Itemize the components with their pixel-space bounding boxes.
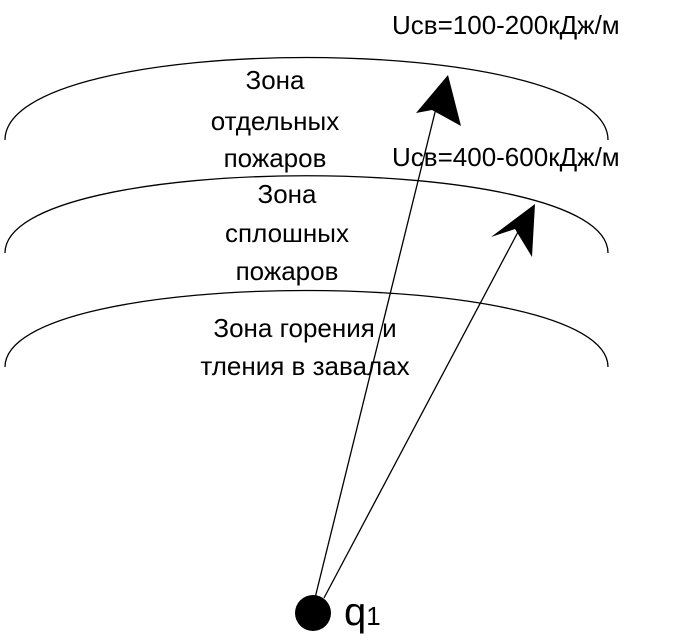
ray-to-inner-zone	[323, 214, 528, 599]
zone-label-line: тления в завалах	[200, 351, 409, 381]
zone-label-line: пожаров	[224, 143, 327, 173]
source-label-subscript: 1	[366, 601, 380, 631]
outer-zone-boundary	[4, 56, 609, 141]
zone-label-line: сплошных	[225, 218, 349, 248]
zone-debris-burning-label: Зона горения и тления в завалах	[200, 313, 409, 381]
source-point	[295, 595, 331, 631]
inner-zone-boundary	[4, 289, 609, 368]
middle-zone-boundary	[4, 175, 609, 254]
ray-to-outer-zone	[314, 87, 442, 599]
zone-label-line: Зона	[246, 65, 306, 95]
zone-label-line: Зона горения и	[213, 313, 396, 343]
zone-label-line: Зона	[258, 179, 318, 209]
zone-separate-fires-label: Зона отдельных пожаров	[211, 65, 339, 173]
arrowhead-outer	[416, 75, 461, 126]
zone-continuous-fires-label: Зона сплошных пожаров	[225, 179, 349, 286]
source-label-letter: q	[344, 590, 366, 634]
arrowhead-inner	[491, 204, 535, 257]
source-label: q1	[344, 590, 381, 634]
energy-label-inner: Uсв=400-600кДж/м	[392, 142, 620, 172]
zone-label-line: отдельных	[211, 106, 339, 136]
energy-label-outer: Uсв=100-200кДж/м	[392, 10, 620, 40]
zone-label-line: пожаров	[236, 256, 339, 286]
